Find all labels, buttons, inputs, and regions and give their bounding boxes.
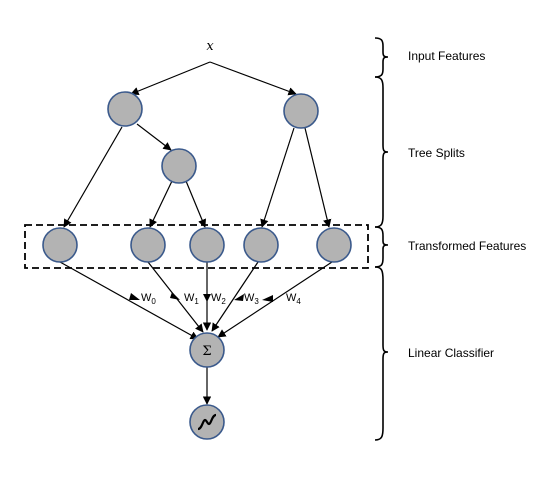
weight-arrowhead-0 <box>129 293 140 300</box>
leaf-node-1 <box>130 227 166 263</box>
edge-l1-l2 <box>136 123 172 151</box>
edge-l1-leaf0 <box>63 126 123 228</box>
leaf-node-4 <box>316 227 352 263</box>
section-label-transformed: Transformed Features <box>408 239 526 253</box>
section-braces <box>374 37 389 441</box>
sum-symbol: Σ <box>202 344 211 359</box>
section-label-classifier: Linear Classifier <box>408 346 494 360</box>
weight-arrowheads <box>129 292 273 302</box>
weight-edges <box>59 261 333 405</box>
leaf-node-3 <box>243 227 279 263</box>
edge-r1-leaf3 <box>260 127 295 228</box>
brace-input <box>374 37 389 78</box>
section-label-tree: Tree Splits <box>408 146 465 160</box>
weight-label-4: W4 <box>286 292 301 306</box>
edge-r1-leaf4 <box>304 127 332 228</box>
weight-arrowhead-2 <box>203 294 211 302</box>
weight-labels: W0 W1 W2 W3 W4 <box>141 292 301 306</box>
edge-leaf0-sum <box>59 261 199 340</box>
weight-label-1: W1 <box>184 292 199 306</box>
split-node-right <box>283 93 319 129</box>
sigmoid-icon <box>197 413 217 431</box>
weight-arrowhead-1 <box>170 292 180 300</box>
tree-edges <box>63 61 332 228</box>
input-label: x <box>206 39 214 54</box>
edge-leaf3-sum <box>211 261 259 332</box>
weight-label-3: W3 <box>244 292 259 306</box>
sum-node <box>189 332 225 368</box>
weight-label-2: W2 <box>211 292 226 306</box>
edge-x-left <box>130 61 211 96</box>
edge-leaf4-sum <box>217 261 333 338</box>
edge-l2-leaf2 <box>185 180 206 228</box>
edge-x-right <box>209 61 297 96</box>
tree-nodes <box>107 91 319 184</box>
weight-label-0: W0 <box>141 292 156 306</box>
brace-transformed <box>374 226 389 268</box>
section-label-input: Input Features <box>408 49 485 63</box>
weight-arrowhead-4 <box>262 295 273 302</box>
transformed-features-box <box>24 224 369 269</box>
brace-classifier <box>374 266 389 441</box>
leaf-nodes <box>42 227 352 263</box>
brace-tree <box>374 76 389 228</box>
split-node-left-child <box>161 148 197 184</box>
edge-l2-leaf1 <box>149 180 173 228</box>
leaf-node-0 <box>42 227 78 263</box>
leaf-node-2 <box>189 227 225 263</box>
weight-arrowhead-3 <box>234 294 244 301</box>
split-node-left <box>107 91 143 127</box>
